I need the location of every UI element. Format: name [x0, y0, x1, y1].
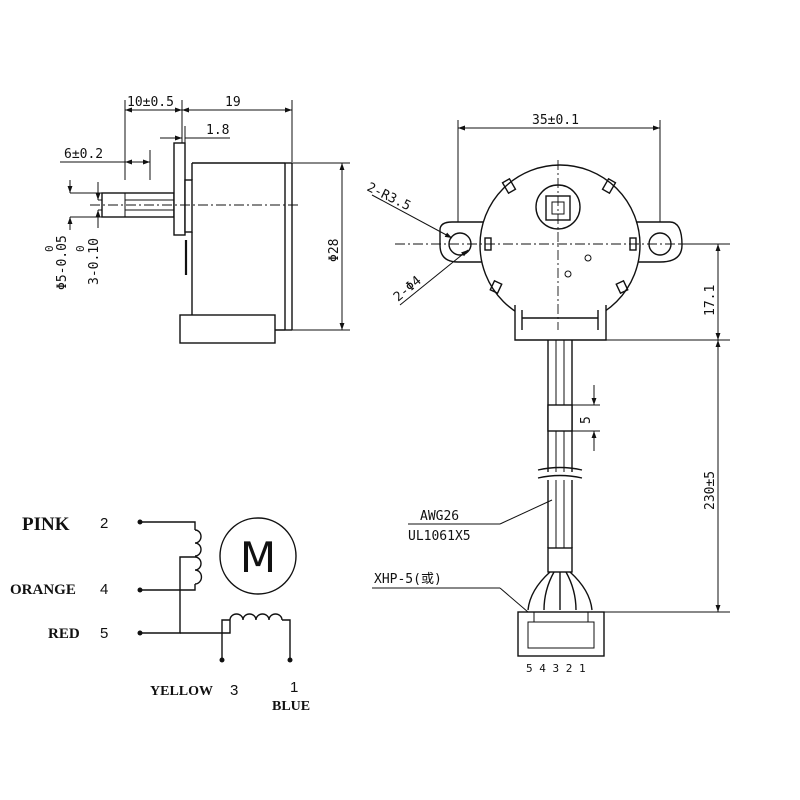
dim-shaft-flat: 3-0.10 [87, 238, 102, 285]
side-view: 10±0.5 19 1.8 6±0.2 [43, 95, 350, 344]
dim-ear-radius: 2-R3.5 [364, 180, 413, 214]
wire-number-pink: 2 [100, 515, 108, 532]
dim-shaft-diameter-tol: 0 [43, 245, 56, 252]
wire-spec-gauge: AWG26 [420, 509, 459, 524]
wire-number-blue: 1 [290, 679, 298, 696]
dim-height: 17.1 [703, 285, 718, 316]
dim-body-diameter: Φ28 [327, 239, 342, 262]
wire-number-orange: 4 [100, 581, 108, 598]
dim-sleeve: 5 [579, 416, 594, 424]
wire-label-pink: PINK [22, 514, 70, 535]
wiring-diagram: PINK 2 ORANGE 4 RED 5 YELLOW 3 1 BLUE M [10, 514, 310, 714]
wire-label-orange: ORANGE [10, 582, 76, 598]
motor-symbol-letter: M [240, 533, 276, 582]
dim-cable-length: 230±5 [703, 471, 718, 510]
wire-number-yellow: 3 [230, 682, 238, 699]
dim-mounting-width: 35±0.1 [532, 113, 579, 128]
wire-label-blue: BLUE [272, 699, 310, 714]
dim-shaft-flat-tol: 0 [74, 245, 87, 252]
dim-shaft-diameter: Φ5-0.05 [55, 235, 70, 290]
wire-number-red: 5 [100, 625, 108, 642]
wire-label-yellow: YELLOW [150, 684, 213, 699]
motor-symbol-circle [219, 517, 297, 595]
front-view: 35±0.1 2-R3.5 2-Φ4 [364, 113, 730, 675]
connector-pin-numbers: 5 4 3 2 1 [526, 662, 586, 675]
dim-flange: 10±0.5 [127, 95, 174, 110]
dim-shaft-length: 6±0.2 [64, 147, 103, 162]
wire-spec-ul: UL1061X5 [408, 529, 471, 544]
wire-label-red: RED [48, 626, 80, 642]
dim-body-length: 19 [225, 95, 241, 110]
connector-label: XHP-5(或) [374, 572, 442, 587]
dim-boss: 1.8 [206, 123, 229, 138]
